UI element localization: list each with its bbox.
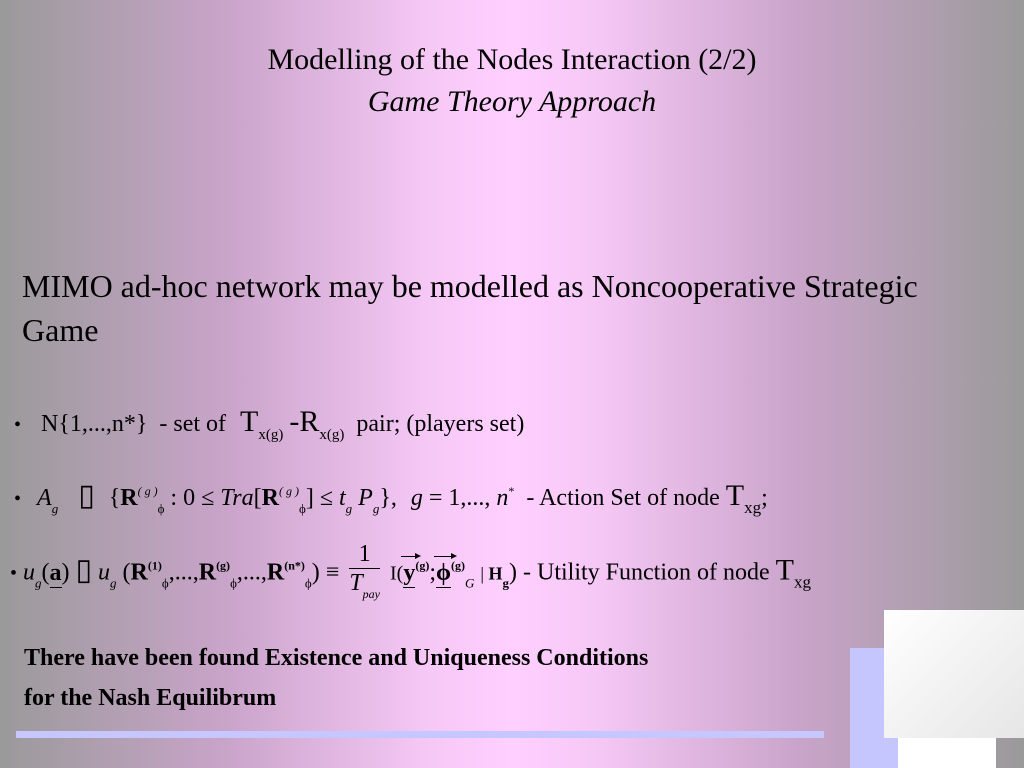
- bullet-utility-function: • ug(a) ▯ ug (R(1)ϕ,...,R(g)ϕ,...,R(n*)ϕ…: [10, 540, 811, 608]
- r2-phi: ϕ: [230, 575, 237, 591]
- conclusion-line-2: for the Nash Equilibrum: [24, 685, 277, 711]
- bracket-close: ]: [305, 485, 314, 511]
- t-pay-symbol: T: [349, 570, 363, 596]
- g-variable: g: [410, 485, 423, 511]
- node-t-subscript-2: xg: [793, 572, 811, 592]
- r3-superscript: (n*): [284, 558, 305, 573]
- bracket-open: [: [253, 485, 262, 511]
- slide-subtitle: Game Theory Approach: [367, 85, 657, 118]
- t-var-subscript: g: [345, 501, 353, 516]
- u-subscript: g: [35, 575, 42, 591]
- u-subscript-2: g: [110, 575, 117, 591]
- fraction-numerator: 1: [349, 540, 380, 569]
- action-set-symbol: A: [37, 485, 52, 511]
- a-vector: a: [49, 559, 62, 588]
- action-set-subscript: g: [51, 501, 59, 516]
- phi-superscript: (g): [450, 558, 465, 573]
- bullet-players-set: • N{1,...,n*} - set of Tx(g) -Rx(g) pair…: [14, 405, 524, 444]
- conclusion-line-1: There have been found Existence and Uniq…: [24, 645, 649, 671]
- phi-subscript-2: ϕ: [298, 501, 306, 516]
- y-vector: y: [401, 552, 422, 588]
- r-symbol: -R: [289, 405, 320, 438]
- p-variable: P: [358, 485, 373, 511]
- y-superscript: (g): [415, 558, 430, 573]
- r3-matrix: R: [266, 559, 285, 586]
- r-superscript-2: ( g ): [278, 484, 299, 498]
- decorative-block-white-small: [898, 738, 996, 768]
- node-t-subscript: xg: [744, 498, 762, 517]
- index-range: = 1,...,: [428, 485, 491, 511]
- h-subscript: g: [502, 575, 510, 591]
- t-symbol: T: [240, 405, 259, 438]
- r-matrix-2: R: [261, 485, 279, 511]
- bullet-icon: •: [10, 562, 18, 585]
- phi-subscript: ϕ: [157, 501, 165, 516]
- utility-description: - Utility Function of node: [523, 559, 770, 586]
- g-subscript: G: [464, 575, 475, 591]
- conclusion: There have been found Existence and Uniq…: [24, 638, 864, 718]
- arg-close: ): [61, 559, 70, 586]
- fraction-denominator: Tpay: [349, 569, 380, 608]
- u-variable-2: u: [98, 559, 111, 586]
- paren-open: (: [122, 559, 131, 586]
- slide-title: Modelling of the Nodes Interaction (2/2): [267, 43, 757, 76]
- dots-2: ,...,: [236, 559, 267, 586]
- r-superscript: ( g ): [137, 484, 158, 498]
- r-matrix: R: [120, 485, 138, 511]
- arg-open: (: [41, 559, 50, 586]
- node-t-symbol: T: [725, 479, 745, 512]
- h-matrix: H: [488, 563, 503, 584]
- players-set-expression: N{1,...,n*}: [41, 411, 148, 437]
- bullet-icon: •: [14, 488, 22, 510]
- players-set-description: pair; (players set): [356, 411, 525, 437]
- mi-semicolon: ;: [429, 559, 436, 586]
- t-variable: t: [339, 485, 346, 511]
- dots-1: ,...,: [168, 559, 199, 586]
- r1-matrix: R: [130, 559, 148, 586]
- intro-text: MIMO ad-hoc network may be modelled as N…: [22, 268, 918, 348]
- bullet-action-set: • Ag ▯ {R( g )ϕ : 0 ≤ Tra[R( g )ϕ] ≤ tg …: [14, 478, 768, 518]
- n-superscript: *: [508, 484, 515, 498]
- trace-condition: : 0 ≤: [170, 485, 215, 511]
- r1-phi: ϕ: [161, 575, 169, 591]
- paren-close: ): [311, 559, 320, 586]
- set-close-brace: },: [379, 485, 397, 511]
- r2-matrix: R: [198, 559, 217, 586]
- t-subscript: x(g): [258, 427, 284, 443]
- r2-superscript: (g): [216, 558, 231, 573]
- phi-vector: ϕ: [434, 552, 457, 588]
- r1-superscript: (1): [147, 558, 162, 573]
- mutual-info-open: I(: [390, 562, 404, 585]
- le-symbol: ≤: [319, 485, 333, 511]
- action-set-end: ;: [761, 485, 768, 511]
- u-variable: u: [23, 559, 36, 586]
- equiv-symbol: ≡: [325, 559, 340, 586]
- decorative-divider: [16, 731, 824, 738]
- players-set-dash: - set of: [159, 411, 227, 437]
- p-var-subscript: g: [372, 501, 380, 516]
- set-open-brace: {: [108, 485, 121, 511]
- r-subscript: x(g): [319, 427, 345, 443]
- r3-phi: ϕ: [304, 575, 312, 591]
- t-pay-subscript: pay: [362, 587, 380, 601]
- action-set-description: - Action Set of node: [526, 485, 720, 511]
- conditional-bar: |: [480, 563, 489, 584]
- decorative-block-white: [884, 610, 1024, 738]
- trace-operator: Tra: [220, 485, 254, 511]
- node-t-symbol-2: T: [775, 553, 794, 587]
- unknown-glyph-icon: ▯: [78, 479, 95, 512]
- mi-close: ): [509, 559, 517, 586]
- unknown-glyph-icon-2: ▯: [75, 553, 93, 587]
- n-variable: n: [496, 485, 509, 511]
- fraction: 1 Tpay: [349, 540, 380, 608]
- bullet-icon: •: [14, 414, 22, 436]
